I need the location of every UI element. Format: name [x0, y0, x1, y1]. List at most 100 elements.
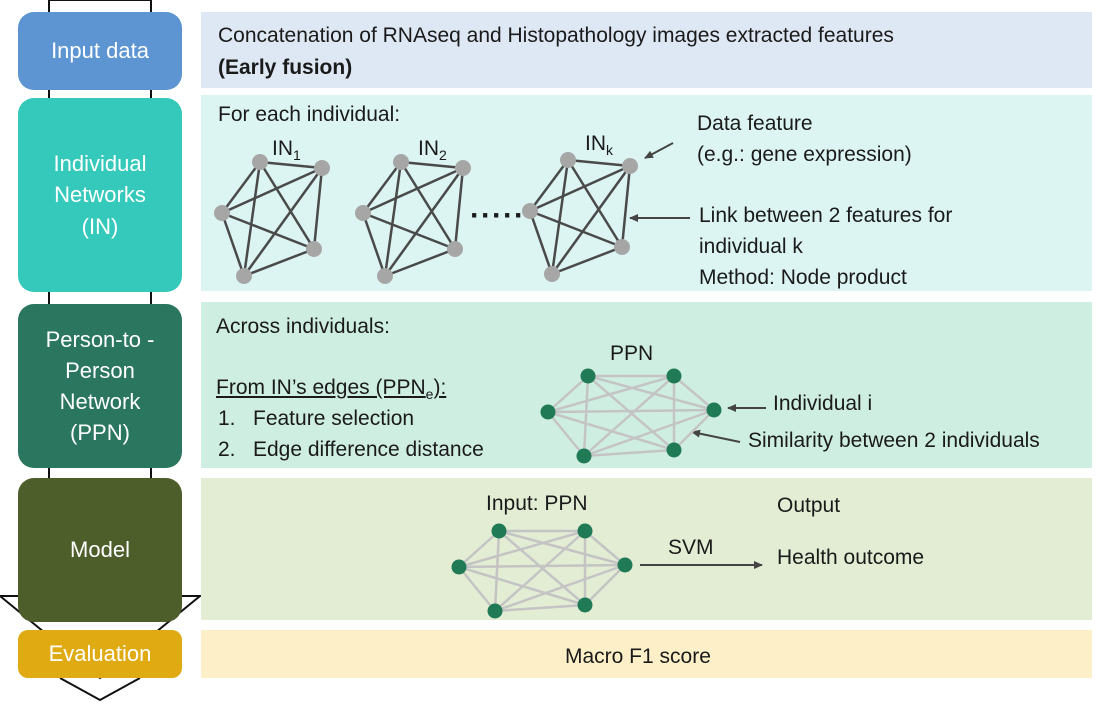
panel-input [201, 12, 1092, 88]
ppn-network-node [540, 404, 556, 420]
ppn-network-node [666, 442, 682, 458]
individual-network-2-edge [384, 247, 456, 278]
model-ppn-network-edge [458, 566, 496, 612]
individual-network-k-edge [528, 159, 570, 212]
individual-network-1-edge [243, 247, 315, 278]
individual-network-k-edge [620, 165, 632, 248]
stage-person-network: Person-to - Person Network (PPN) [18, 304, 182, 468]
individual-network-k-node [622, 158, 638, 174]
individual-network-2-node [455, 160, 471, 176]
individual-network-1-node [252, 154, 268, 170]
ppn-network-edge [673, 375, 715, 411]
arrow-data-feature [644, 142, 674, 159]
individual-network-k-edge [550, 165, 632, 275]
individual-network-1-node [306, 241, 322, 257]
model-ppn-network-edge [584, 530, 626, 566]
model-ppn-network-edge [494, 603, 586, 613]
input-line-1: Concatenation of RNAseq and Histopatholo… [218, 24, 894, 47]
ppn-network-edge [547, 374, 675, 414]
individual-network-1-node [214, 205, 230, 221]
ppn-network-node [706, 402, 722, 418]
ppn-annot-node: Individual i [773, 392, 873, 415]
ppn-annot-edge: Similarity between 2 individuals [748, 429, 1040, 452]
individual-network-k-edge [567, 158, 631, 168]
stage-model: Model [18, 478, 182, 622]
ppn-network-edge [582, 375, 590, 457]
individual-heading: For each individual: [218, 103, 401, 126]
individual-network-2 [355, 154, 471, 284]
ppn-network-edge [547, 408, 715, 414]
model-output-label: Output [777, 494, 841, 517]
ppn-network-edge [547, 411, 585, 457]
ppn-network-edge [583, 408, 715, 458]
evaluation-text: Macro F1 score [565, 645, 711, 668]
individual-network-k-node [560, 152, 576, 168]
individual-network-1-edge [220, 212, 246, 277]
model-input-label: Input: PPN [486, 492, 588, 515]
model-ppn-network-node [451, 559, 467, 575]
individual-network-1-edge [258, 161, 316, 250]
individual-network-k-edge [528, 210, 554, 275]
ppn-edges-heading: From IN’s edges (PPNe): [216, 376, 447, 402]
annot-link-3: Method: Node product [699, 266, 907, 289]
individual-network-k-edge [551, 245, 623, 276]
individual-network-k [522, 152, 638, 282]
individual-network-1-edge [221, 166, 323, 215]
spine-arrow-head [0, 595, 203, 680]
individual-network-1-edge [242, 161, 262, 277]
ppn-network-edge [547, 375, 589, 413]
ppn-network-edge [673, 409, 715, 451]
model-svm-label: SVM [668, 536, 714, 559]
panel-individual [201, 95, 1092, 291]
input-line-2: (Early fusion) [218, 56, 353, 79]
ellipsis-dots: ····· [470, 199, 525, 232]
model-ppn-network-node [577, 597, 593, 613]
ppn-network-edge [583, 375, 675, 457]
individual-network-1-node [236, 268, 252, 284]
individual-network-1-edge [221, 211, 315, 251]
stage-evaluation: Evaluation [18, 630, 182, 678]
individual-network-1-node [314, 160, 330, 176]
individual-network-2-node [355, 205, 371, 221]
individual-network-k-edge [550, 159, 570, 275]
stage-individual-networks: Individual Networks (IN) [18, 98, 182, 292]
spine-top [48, 0, 152, 12]
individual-network-2-edge [383, 161, 403, 277]
model-ppn-network-edge [458, 563, 626, 569]
model-ppn-network-edge [494, 563, 626, 613]
ppn-item-1: Feature selection [253, 407, 415, 430]
individual-network-1-edge [242, 167, 324, 277]
individual-network-1-edge [259, 160, 323, 170]
model-ppn-network-edge [584, 564, 626, 606]
ppn-item-2-num: 2. [218, 438, 236, 461]
ppn-network-node [576, 448, 592, 464]
ppn-heading: Across individuals: [216, 315, 390, 338]
individual-network-k-node [544, 266, 560, 282]
individual-network-2-edge [362, 166, 464, 215]
individual-network-2-edge [453, 167, 465, 250]
model-ppn-network-node [491, 523, 507, 539]
net-label-k: INk [585, 132, 613, 158]
individual-network-2-edge [361, 212, 387, 277]
individual-network-2-edge [362, 211, 456, 251]
ppn-item-2: Edge difference distance [253, 438, 484, 461]
model-ppn-network-edge [494, 530, 586, 612]
individual-network-k-edge [529, 164, 631, 213]
model-ppn-network-edge [493, 530, 501, 612]
model-outcome: Health outcome [777, 546, 925, 569]
arrow-similarity [691, 429, 741, 443]
individual-network-k-edge [566, 159, 624, 248]
individual-network-1-edge [220, 161, 262, 214]
panel-evaluation [201, 630, 1092, 678]
model-ppn-network-edge [458, 529, 586, 569]
individual-network-2-edge [383, 167, 465, 277]
net-label-2: IN2 [418, 137, 447, 163]
model-ppn-network [451, 523, 633, 619]
model-ppn-network-node [577, 523, 593, 539]
ppn-network-edge [583, 448, 675, 458]
ppn-network-edge [587, 374, 715, 412]
individual-network-k-node [522, 203, 538, 219]
individual-network-2-node [447, 241, 463, 257]
